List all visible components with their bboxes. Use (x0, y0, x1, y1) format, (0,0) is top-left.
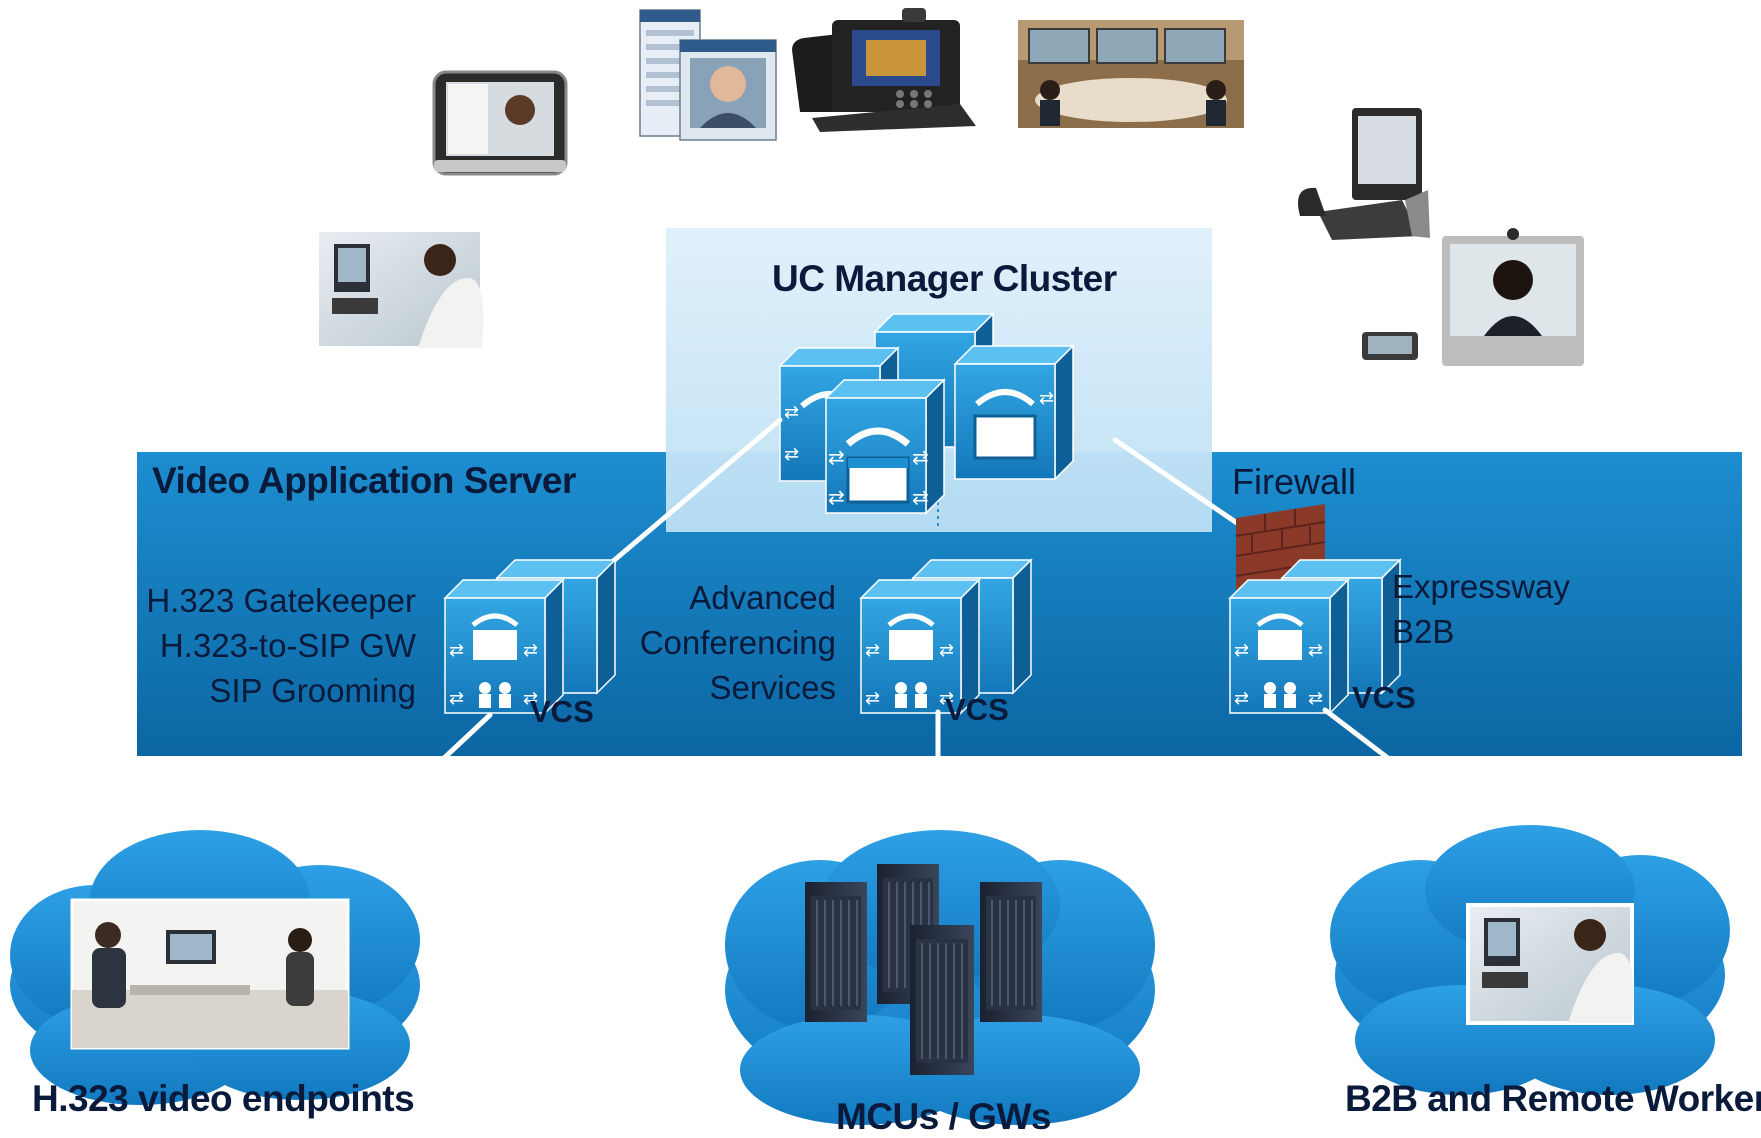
mcus-gws-label: MCUs / GWs (836, 1096, 1051, 1137)
services-line: Services (709, 669, 836, 706)
telepresence-room-image (1018, 20, 1244, 128)
ip-phone-endpoint-image (792, 8, 976, 132)
h323-endpoints-label: H.323 video endpoints (32, 1078, 415, 1119)
vcs-label: VCS (530, 694, 594, 729)
gatekeeper-line: H.323 Gatekeeper (146, 582, 416, 619)
remote-worker-photo (1466, 903, 1634, 1025)
office-endpoint-photo (315, 228, 484, 350)
mcu-rack-servers (805, 864, 1042, 1075)
svg-text:⇄: ⇄ (1308, 640, 1323, 661)
h323-meeting-photo (70, 898, 350, 1050)
advanced-line: Advanced (689, 579, 836, 616)
svg-text:⇄: ⇄ (912, 485, 929, 509)
uc-manager-cluster-title: UC Manager Cluster (772, 258, 1117, 299)
svg-text:⇄: ⇄ (1308, 688, 1323, 709)
svg-text:⇄: ⇄ (523, 640, 538, 661)
svg-text:⇄: ⇄ (449, 688, 464, 709)
vcs-node-expressway: ⇄ ⇄ ⇄ ⇄ (1229, 559, 1401, 714)
svg-text:⇄: ⇄ (939, 688, 954, 709)
svg-text:⇄: ⇄ (912, 445, 929, 469)
b2b-remote-worker-label: B2B and Remote Worker (1345, 1078, 1761, 1119)
call-manager-server-stack: ⇄ ⇄ ⇄ ⇄ ⇄ ⇄ ⇄ (779, 313, 1074, 514)
vcs-node-gatekeeper: ⇄ ⇄ ⇄ ⇄ (444, 559, 616, 714)
vcs-label: VCS (1352, 680, 1416, 715)
expressway-description: Expressway B2B (1392, 564, 1570, 654)
desk-video-phone-image (1298, 108, 1430, 240)
video-application-server-title: Video Application Server (152, 460, 576, 501)
sip-gateway-line: H.323-to-SIP GW (159, 627, 416, 664)
tablet-endpoint-image (432, 70, 568, 176)
vcs-node-conferencing: ⇄ ⇄ ⇄ ⇄ (860, 559, 1032, 714)
conferencing-description: Advanced Conferencing Services (630, 575, 836, 710)
svg-text:⇄: ⇄ (828, 445, 845, 469)
svg-text:⇄: ⇄ (1234, 688, 1249, 709)
svg-text:⇄: ⇄ (828, 485, 845, 509)
svg-text:⇄: ⇄ (939, 640, 954, 661)
svg-text:⇄: ⇄ (784, 402, 799, 423)
conferencing-line: Conferencing (639, 624, 836, 661)
firewall-label: Firewall (1232, 461, 1357, 502)
svg-text:⇄: ⇄ (1234, 640, 1249, 661)
svg-text:⇄: ⇄ (449, 640, 464, 661)
svg-text:⇄: ⇄ (1039, 388, 1054, 409)
expressway-line: Expressway (1392, 568, 1570, 605)
executive-video-endpoint-image (1362, 228, 1584, 366)
svg-text:⇄: ⇄ (523, 688, 538, 709)
b2b-line: B2B (1392, 613, 1455, 650)
svg-text:⇄: ⇄ (784, 444, 799, 465)
vcs-label: VCS (945, 692, 1009, 727)
gatekeeper-description: H.323 Gatekeeper H.323-to-SIP GW SIP Gro… (140, 578, 416, 713)
svg-text:⇄: ⇄ (865, 640, 880, 661)
desktop-client-screenshot (639, 9, 777, 141)
svg-text:⇄: ⇄ (865, 688, 880, 709)
sip-grooming-line: SIP Grooming (209, 672, 416, 709)
